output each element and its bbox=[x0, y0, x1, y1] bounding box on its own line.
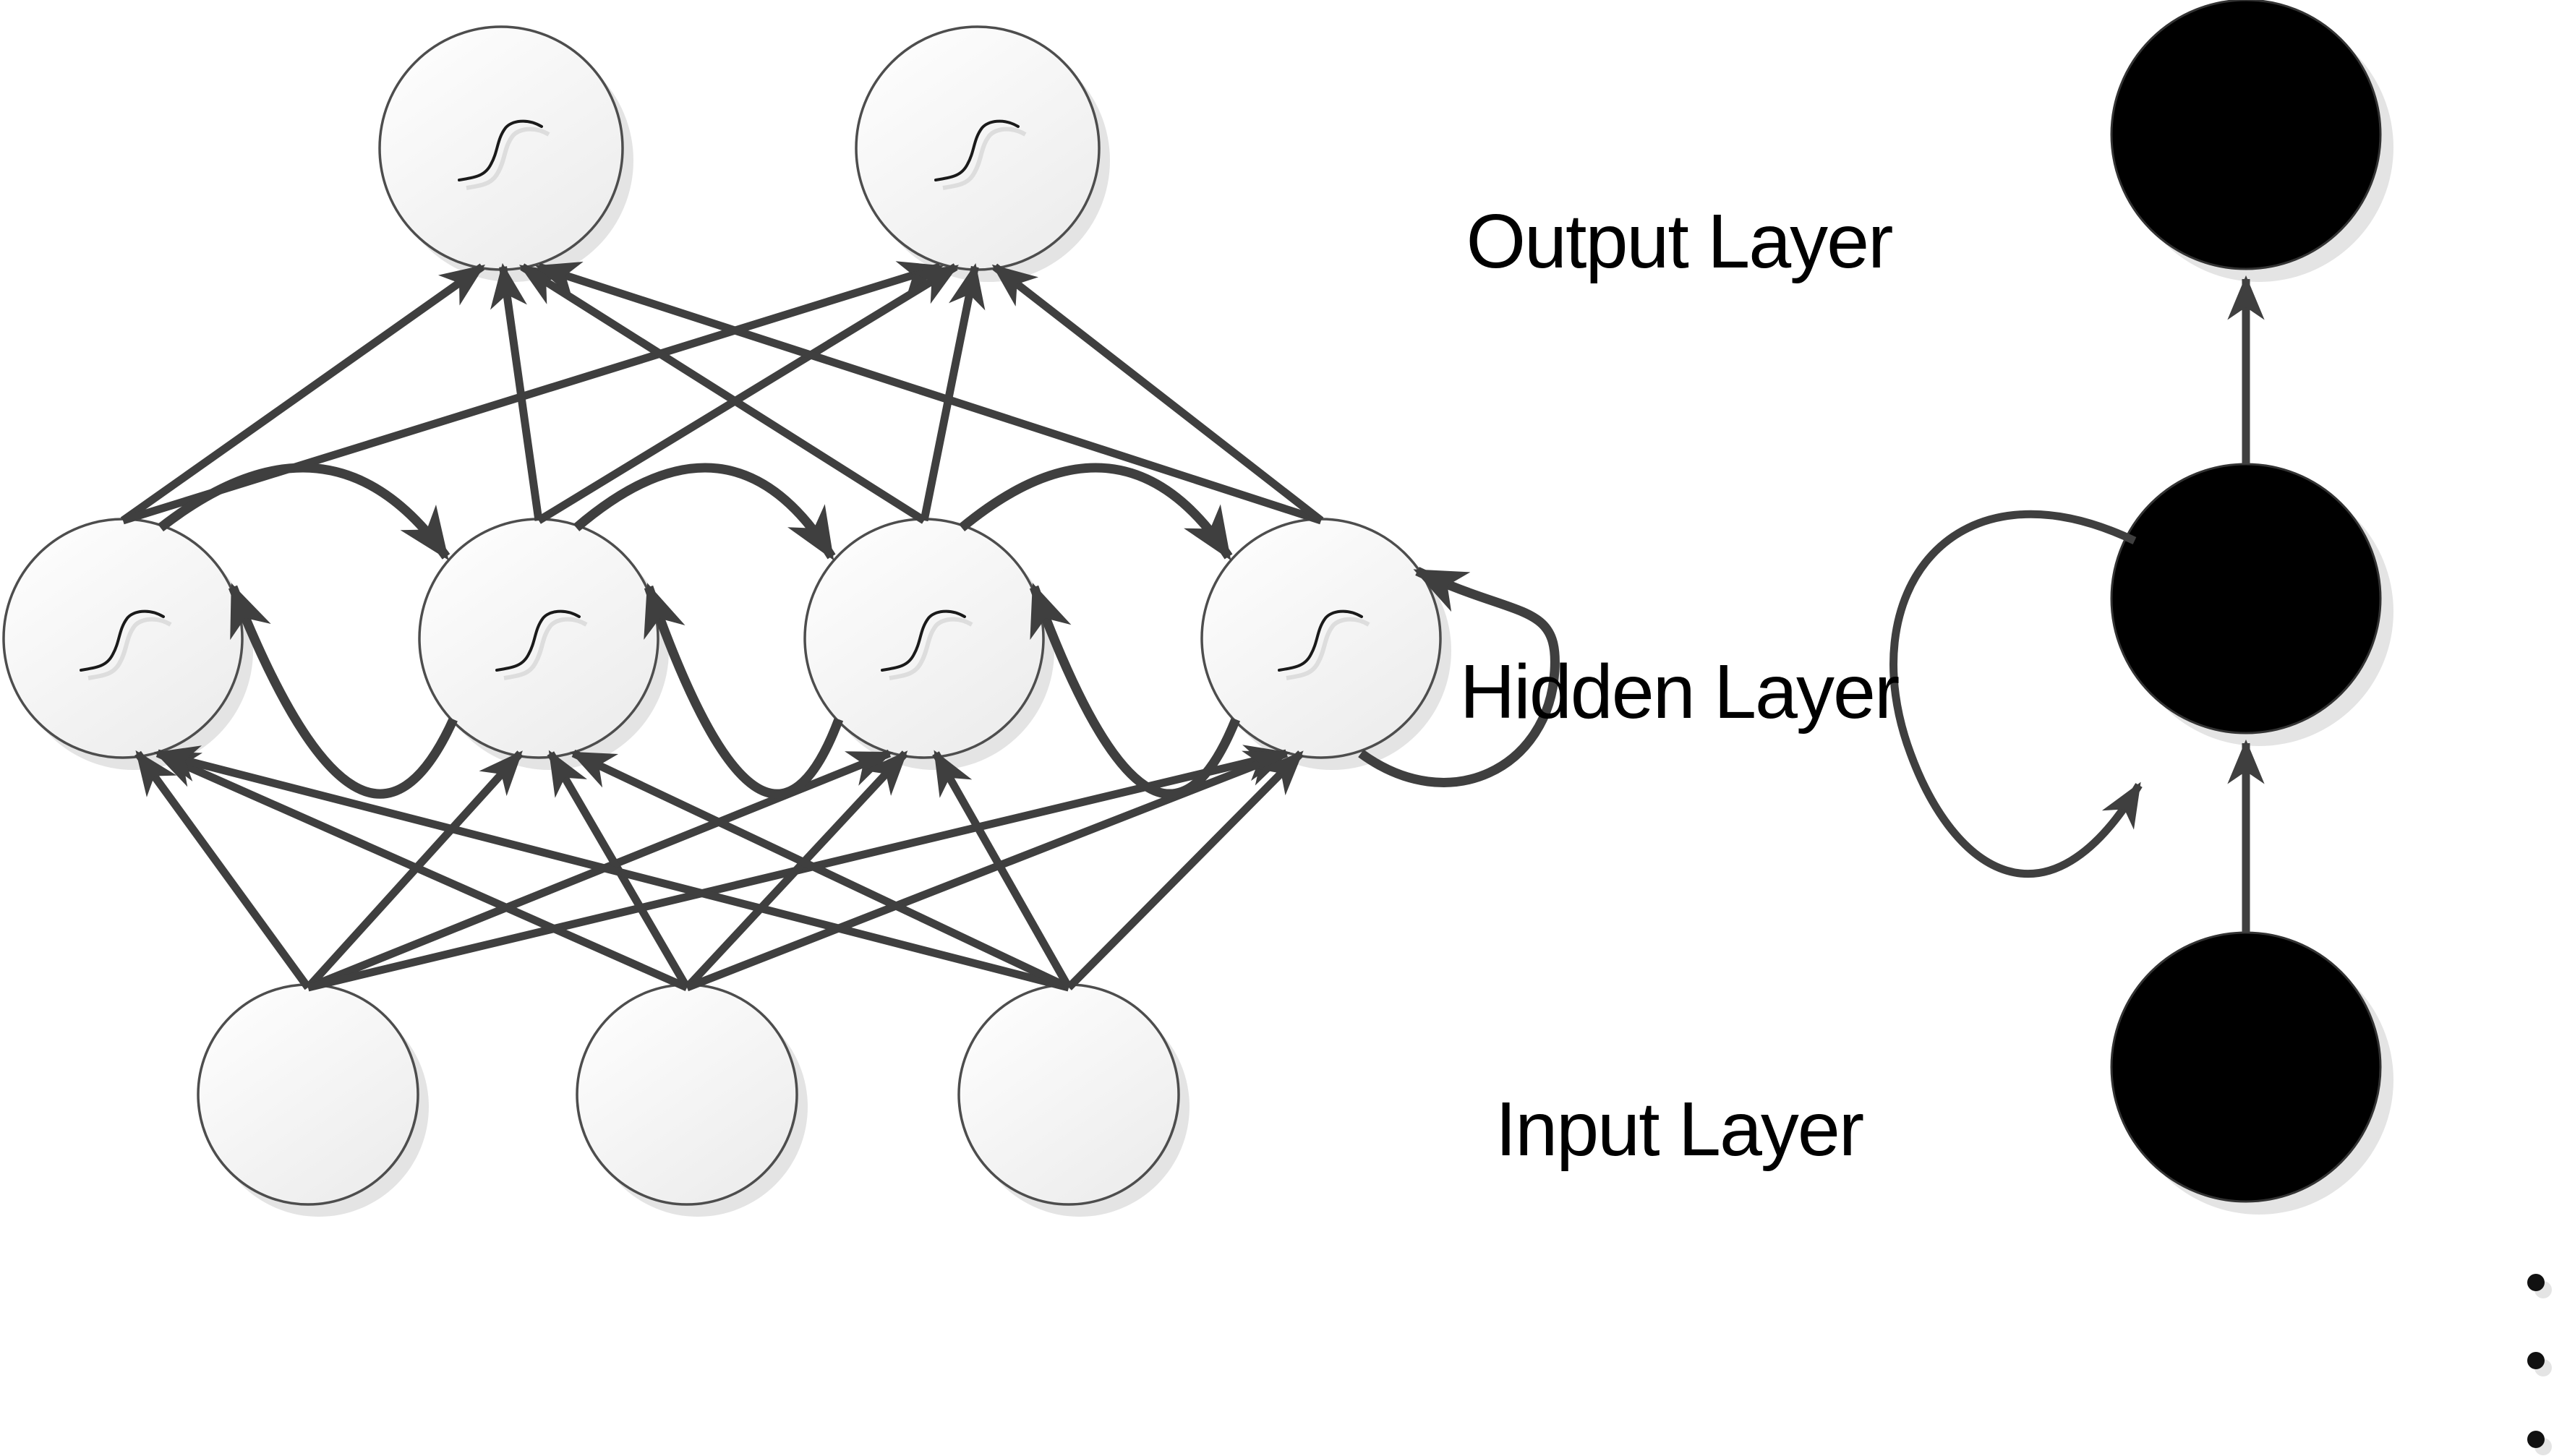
recurrent-arc-hidden3-to-hidden2 bbox=[644, 583, 844, 799]
edge-hidden2-to-output1 bbox=[490, 262, 543, 521]
edge-input3-to-hidden1 bbox=[154, 745, 1070, 992]
edge-hidden3-to-output2 bbox=[920, 262, 986, 522]
edge-hidden3-to-output1 bbox=[518, 263, 926, 524]
edge-input3-to-hidden3 bbox=[932, 750, 1072, 990]
recurrent-arc-hidden2-to-hidden1 bbox=[228, 583, 458, 799]
input-node-1 bbox=[197, 983, 419, 1206]
ellipsis-dot-3 bbox=[2527, 1431, 2545, 1448]
output-node-1-sigmoid-shadow bbox=[466, 127, 550, 190]
label-output-layer: Output Layer bbox=[1466, 199, 1893, 284]
hidden-node-4-sigmoid-shadow bbox=[1286, 617, 1370, 680]
output-node-1 bbox=[378, 25, 624, 271]
hidden-node-3-sigmoid-icon bbox=[881, 609, 966, 672]
recurrent-arc-hidden1-to-hidden2 bbox=[158, 463, 450, 560]
summary-hidden-self-loop bbox=[1889, 510, 2143, 878]
self-loop-hidden4 bbox=[1358, 567, 1560, 787]
edge-input3-to-hidden2 bbox=[570, 750, 1071, 991]
output-node-2-sigmoid-icon bbox=[934, 119, 1020, 181]
edge-input2-to-hidden3 bbox=[683, 750, 908, 990]
input-node-2 bbox=[576, 983, 798, 1206]
output-node-2-sigmoid-shadow bbox=[942, 127, 1027, 190]
summary-input-node bbox=[2110, 931, 2382, 1203]
hidden-node-1-sigmoid-icon bbox=[80, 609, 165, 672]
edge-input2-to-hidden1 bbox=[154, 749, 689, 992]
recurrent-arc-hidden2-to-hidden3 bbox=[573, 463, 836, 561]
input-node-3 bbox=[957, 983, 1180, 1206]
edge-hidden2-to-output2 bbox=[537, 263, 960, 524]
output-node-1-sigmoid-icon bbox=[458, 119, 543, 181]
summary-hidden-node bbox=[2110, 463, 2382, 735]
edge-hidden1-to-output1 bbox=[120, 263, 486, 524]
edge-hidden4-to-output1 bbox=[535, 262, 1323, 525]
output-node-2 bbox=[855, 25, 1101, 271]
ellipsis-dot-2 bbox=[2527, 1352, 2545, 1369]
edge-input1-to-hidden1 bbox=[134, 750, 312, 990]
hidden-node-2-sigmoid-shadow bbox=[503, 617, 588, 680]
label-hidden-layer: Hidden Layer bbox=[1460, 649, 1899, 735]
edge-input3-to-hidden4 bbox=[1066, 750, 1304, 990]
edge-hidden4-to-output2 bbox=[991, 263, 1324, 524]
recurrent-arc-hidden3-to-hidden4 bbox=[958, 463, 1233, 561]
hidden-node-3-sigmoid-shadow bbox=[889, 617, 973, 680]
hidden-node-1 bbox=[2, 518, 244, 759]
hidden-node-2-sigmoid-icon bbox=[495, 609, 581, 672]
recurrent-arc-hidden4-to-hidden3 bbox=[1029, 583, 1241, 799]
label-input-layer: Input Layer bbox=[1495, 1087, 1863, 1172]
hidden-node-1-sigmoid-shadow bbox=[87, 617, 172, 680]
summary-output-node bbox=[2110, 0, 2382, 270]
hidden-node-4-sigmoid-icon bbox=[1278, 609, 1363, 672]
ellipsis-dot-1 bbox=[2527, 1274, 2545, 1291]
